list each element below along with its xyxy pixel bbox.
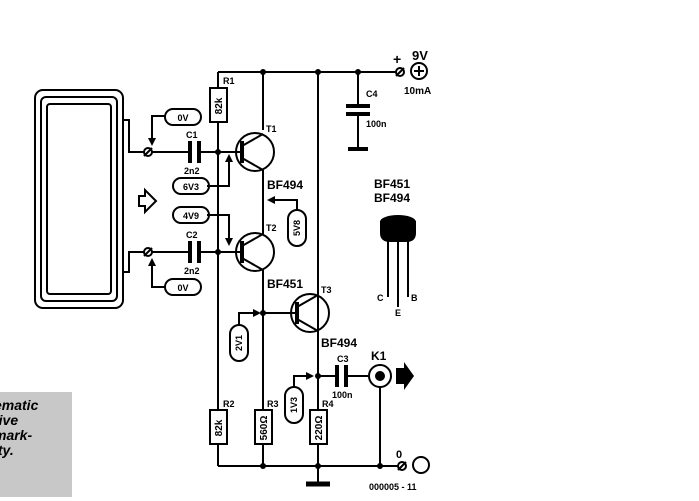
- caption-fragment: ematic tive mark- ity.: [0, 392, 72, 497]
- figure-id: 000005 - 11: [369, 482, 417, 492]
- tv-t2-base: 4V9: [183, 211, 199, 221]
- ground-terminal: [396, 456, 430, 474]
- capacitor-c1: [188, 141, 201, 163]
- resistor-r2: [209, 409, 228, 445]
- capacitor-c2: [188, 241, 201, 263]
- capacitor-c3: [335, 365, 348, 387]
- c3-value: 100n: [332, 390, 353, 400]
- c1-ref: C1: [186, 130, 198, 140]
- supply-rail: [217, 71, 392, 376]
- transistor-package: [380, 215, 416, 307]
- r1-value: 82k: [214, 97, 225, 114]
- resistor-r3: [254, 409, 273, 445]
- tv-t1-emitter: 5V8: [292, 220, 302, 236]
- supply-current: 10mA: [404, 86, 431, 97]
- supply-terminal: [392, 62, 428, 80]
- connector-k1: [368, 364, 392, 466]
- caption-line: ity.: [0, 442, 14, 458]
- resistor-r1: [209, 87, 228, 152]
- transistor-t2: [235, 232, 275, 466]
- r2-value: 82k: [214, 419, 225, 436]
- r4-ref: R4: [322, 399, 334, 409]
- caption-line: ematic: [0, 397, 39, 413]
- package-pin-e: E: [395, 308, 401, 318]
- c4-ref: C4: [366, 89, 378, 99]
- t3-ref: T3: [321, 285, 332, 295]
- ground-terminal-label: 0: [396, 449, 402, 461]
- output-arrow-icon: [396, 362, 414, 390]
- t2-ref: T2: [266, 223, 277, 233]
- caption-line: tive: [0, 412, 19, 428]
- tv-c1-top: 0V: [177, 113, 188, 123]
- r3-value: 560Ω: [259, 416, 270, 441]
- c1-value: 2n2: [184, 166, 200, 176]
- k1-ref: K1: [371, 349, 387, 363]
- transistor-t3: [263, 293, 330, 333]
- r4-value: 220Ω: [314, 416, 325, 441]
- c4-value: 100n: [366, 119, 387, 129]
- antenna-terminal-bottom: [143, 247, 153, 257]
- t3-type: BF494: [321, 336, 357, 350]
- tv-t1-base: 6V3: [183, 182, 199, 192]
- r2-ref: R2: [223, 399, 235, 409]
- t2-type: BF451: [267, 277, 303, 291]
- c2-ref: C2: [186, 230, 198, 240]
- capacitor-c4: [346, 104, 370, 151]
- package-pin-b: B: [411, 293, 418, 303]
- r3-ref: R3: [267, 399, 279, 409]
- package-label-1: BF451: [374, 177, 410, 191]
- c2-value: 2n2: [184, 266, 200, 276]
- tv-t3-base: 2V1: [234, 335, 244, 351]
- package-pin-c: C: [377, 293, 384, 303]
- supply-plus: +: [393, 51, 401, 67]
- supply-voltage: 9V: [412, 48, 428, 63]
- input-arrow-icon: [138, 187, 158, 215]
- antenna-terminal-top: [143, 147, 153, 157]
- tv-t3-emitter: 1V3: [289, 397, 299, 413]
- c3-ref: C3: [337, 354, 349, 364]
- t1-ref: T1: [266, 124, 277, 134]
- resistor-r4: [309, 409, 328, 445]
- transistor-t1: [235, 132, 275, 234]
- loop-antenna: [34, 89, 145, 309]
- t1-type: BF494: [267, 178, 303, 192]
- caption-line: mark-: [0, 427, 33, 443]
- tv-c2-bottom: 0V: [177, 283, 188, 293]
- r1-ref: R1: [223, 76, 235, 86]
- package-label-2: BF494: [374, 191, 410, 205]
